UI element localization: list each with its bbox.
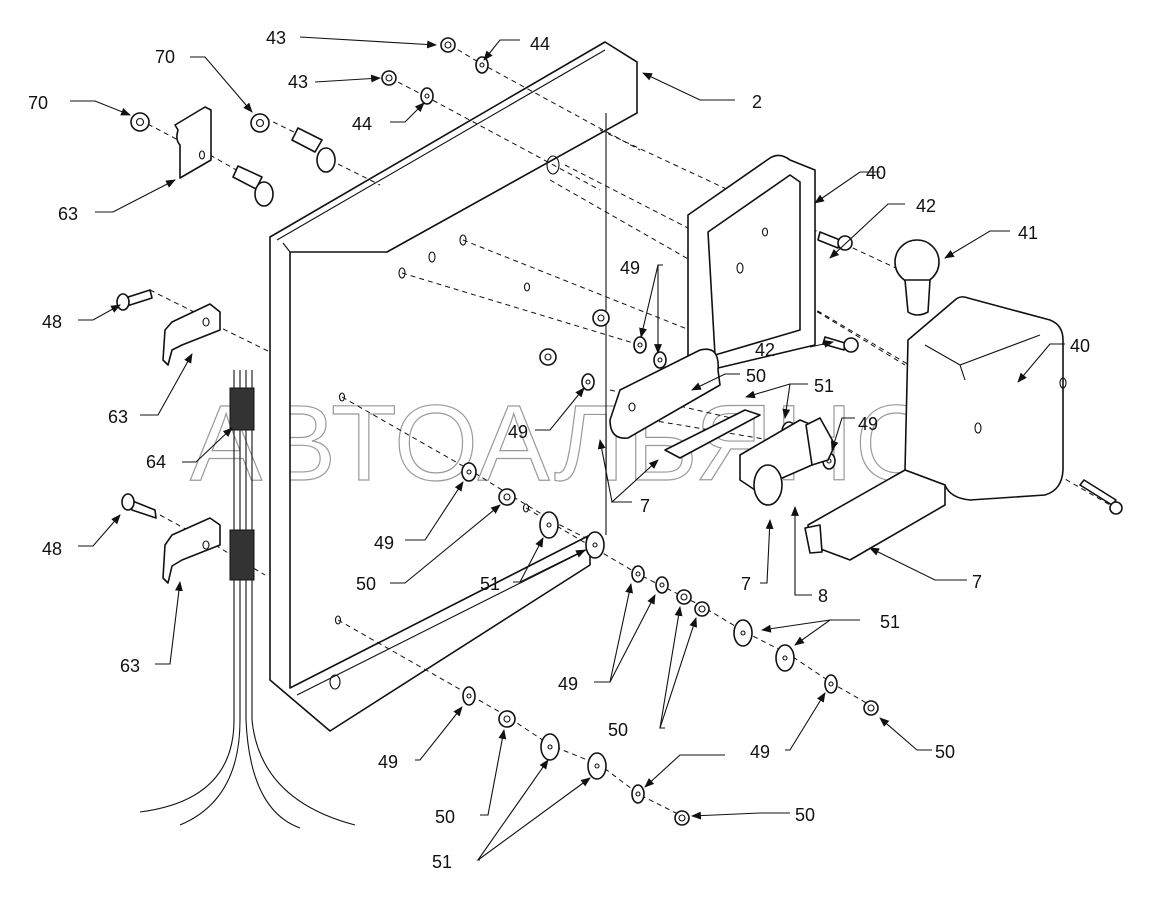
callout-44: 44: [352, 114, 372, 134]
callout-70: 70: [28, 93, 48, 113]
callout-49: 49: [508, 422, 528, 442]
washer: [633, 336, 647, 354]
cable-clip: [162, 517, 221, 584]
washer: [655, 576, 669, 594]
washer: [631, 784, 645, 804]
callout-70: 70: [155, 47, 175, 67]
callout-2: 2: [752, 92, 762, 112]
callout-43: 43: [266, 28, 286, 48]
lamp-frame: [609, 154, 816, 439]
callout-50: 50: [935, 742, 955, 762]
washer: [462, 686, 476, 706]
callout-7: 7: [741, 574, 751, 594]
washer: [420, 87, 434, 105]
washer: [631, 565, 645, 583]
wire-harness: [139, 370, 356, 829]
lamp-bulb: [894, 239, 940, 316]
callout-49: 49: [750, 742, 770, 762]
nut: [694, 601, 710, 617]
callout-49: 49: [558, 674, 578, 694]
callout-7: 7: [972, 572, 982, 592]
nut: [539, 348, 557, 366]
callout-63: 63: [120, 656, 140, 676]
plate-lamp: [804, 469, 946, 561]
callout-51: 51: [880, 612, 900, 632]
callout-49: 49: [374, 533, 394, 553]
callout-49: 49: [620, 258, 640, 278]
callout-8: 8: [818, 586, 828, 606]
callout-42: 42: [755, 340, 775, 360]
callout-44: 44: [530, 34, 550, 54]
callout-50: 50: [795, 805, 815, 825]
callout-51: 51: [480, 574, 500, 594]
nut: [250, 113, 270, 133]
nut: [676, 589, 692, 605]
nut: [498, 488, 516, 506]
washer: [461, 462, 477, 482]
nut: [498, 710, 516, 728]
washer: [587, 752, 607, 780]
callout-49: 49: [378, 752, 398, 772]
callout-50: 50: [608, 720, 628, 740]
hardware: [130, 37, 879, 826]
lamp-lens: [904, 296, 1067, 501]
callout-50: 50: [435, 807, 455, 827]
callout-51: 51: [432, 852, 452, 872]
washer: [775, 644, 795, 672]
cable-clip: [162, 303, 221, 366]
nut: [674, 810, 690, 826]
washer: [539, 511, 559, 539]
washer: [824, 674, 838, 694]
callout-42: 42: [916, 196, 936, 216]
callout-50: 50: [356, 574, 376, 594]
washer: [733, 619, 753, 647]
nut: [440, 37, 456, 53]
callout-40: 40: [1070, 336, 1090, 356]
washer: [540, 733, 560, 761]
leader-lines: [70, 36, 1065, 861]
callout-7: 7: [640, 496, 650, 516]
callout-labels: 43 44 70 43 70 44 2 63 40 42 41 49 48 42…: [28, 28, 1090, 872]
callout-50: 50: [746, 366, 766, 386]
nut: [592, 309, 610, 327]
callout-48: 48: [42, 312, 62, 332]
mounting-bracket: [269, 41, 638, 732]
cable-clip: [174, 106, 212, 179]
nut: [381, 70, 397, 86]
washer: [581, 373, 595, 391]
nut: [130, 112, 150, 132]
nut: [863, 700, 879, 716]
callout-48: 48: [42, 539, 62, 559]
callout-41: 41: [1018, 223, 1038, 243]
callout-43: 43: [288, 72, 308, 92]
callout-63: 63: [58, 204, 78, 224]
callout-51: 51: [814, 376, 834, 396]
callout-63: 63: [108, 407, 128, 427]
callout-49: 49: [858, 414, 878, 434]
washer: [475, 56, 489, 74]
lamp-holder: [664, 409, 836, 506]
washer: [653, 351, 667, 369]
callout-40: 40: [866, 163, 886, 183]
bolts: [116, 127, 1123, 519]
washer: [585, 531, 605, 559]
callout-64: 64: [146, 452, 166, 472]
